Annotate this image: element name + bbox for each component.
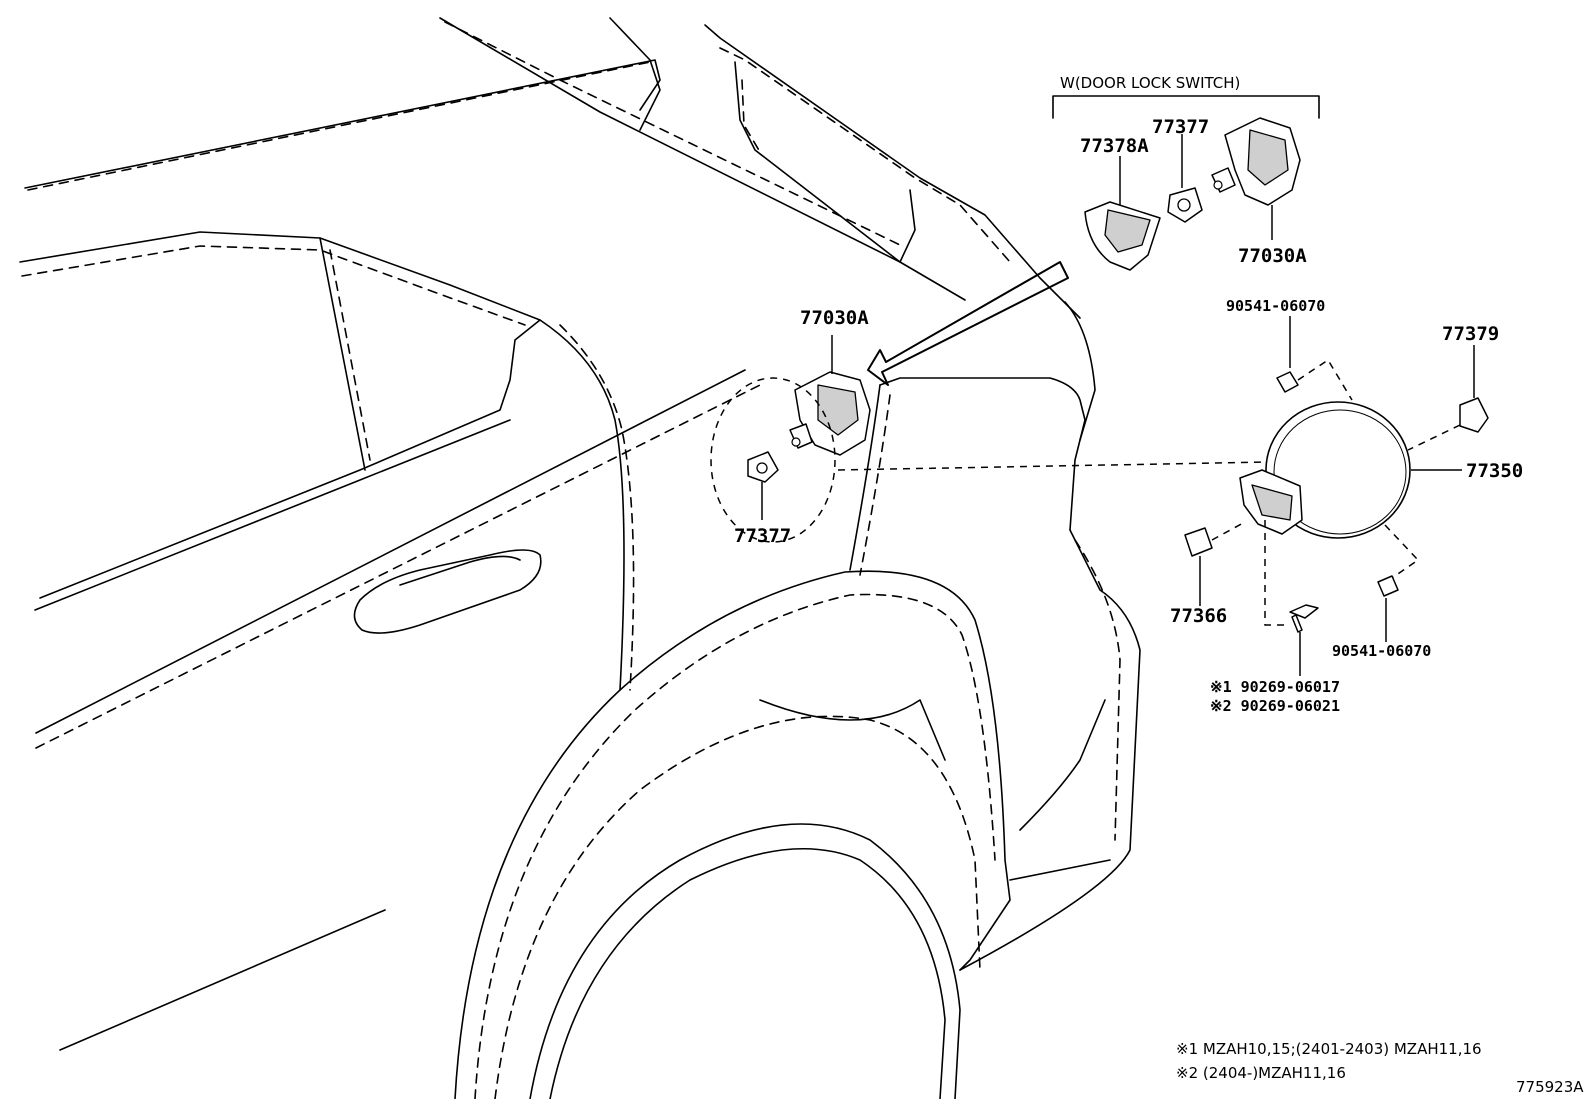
actuator-77030A-top — [1211, 117, 1301, 240]
label-77377-mid: 77377 — [734, 525, 791, 547]
label-90541-top: 90541-06070 — [1226, 297, 1325, 315]
label-77030A-top: 77030A — [1238, 245, 1307, 267]
bumper-edge — [959, 529, 1141, 971]
detail-enclosure — [710, 377, 836, 543]
side-window — [19, 231, 541, 599]
wheel-arch — [454, 570, 1011, 1099]
footnote-1: ※1 MZAH10,15;(2401-2403) MZAH11,16 — [1176, 1040, 1482, 1058]
label-77379: 77379 — [1442, 323, 1499, 345]
rear-window-edge — [704, 24, 1081, 319]
part-labels: 77378A 77377 77030A 77030A 77377 90541-0… — [734, 116, 1523, 715]
screw-90269 — [1264, 520, 1319, 676]
actuator-77030A-mid — [789, 335, 871, 456]
c-pillar-line — [439, 17, 966, 301]
footnotes: ※1 MZAH10,15;(2401-2403) MZAH11,16 ※2 (2… — [1176, 1040, 1584, 1096]
nut-77377-mid — [747, 451, 779, 520]
door-lock-switch-group: W(DOOR LOCK SWITCH) — [1052, 74, 1320, 119]
location-arrow — [867, 261, 1069, 386]
alignment-line — [837, 461, 1271, 471]
nut-77377-top — [1167, 134, 1203, 223]
boot-77378A — [1084, 156, 1161, 271]
group-bracket — [1052, 95, 1320, 119]
fuel-lid-77350 — [1239, 401, 1462, 579]
car-body-outline — [19, 17, 1141, 1099]
grommet-90541-top — [1276, 316, 1353, 401]
roof-line — [24, 59, 661, 189]
tire-outline — [529, 823, 961, 1099]
label-90269-06017: ※1 90269-06017 — [1210, 678, 1340, 696]
cap-77379 — [1407, 345, 1489, 451]
label-77377-top: 77377 — [1152, 116, 1209, 138]
door-edge — [539, 319, 625, 691]
label-90541-bottom: 90541-06070 — [1332, 642, 1431, 660]
grommet-90541-bottom — [1377, 575, 1399, 642]
door-handle — [353, 549, 542, 634]
clip-77366 — [1184, 521, 1246, 606]
figure-id: 775923A — [1516, 1078, 1584, 1096]
footnote-2: ※2 (2404-)MZAH11,16 — [1176, 1064, 1346, 1082]
group-label: W(DOOR LOCK SWITCH) — [1060, 74, 1240, 92]
label-77366: 77366 — [1170, 605, 1227, 627]
shoulder-line — [35, 369, 746, 734]
label-90269-06021: ※2 90269-06021 — [1210, 697, 1340, 715]
label-77378A: 77378A — [1080, 135, 1149, 157]
label-77350: 77350 — [1466, 460, 1523, 482]
label-77030A-mid: 77030A — [800, 307, 869, 329]
quarter-panel — [879, 377, 1086, 531]
